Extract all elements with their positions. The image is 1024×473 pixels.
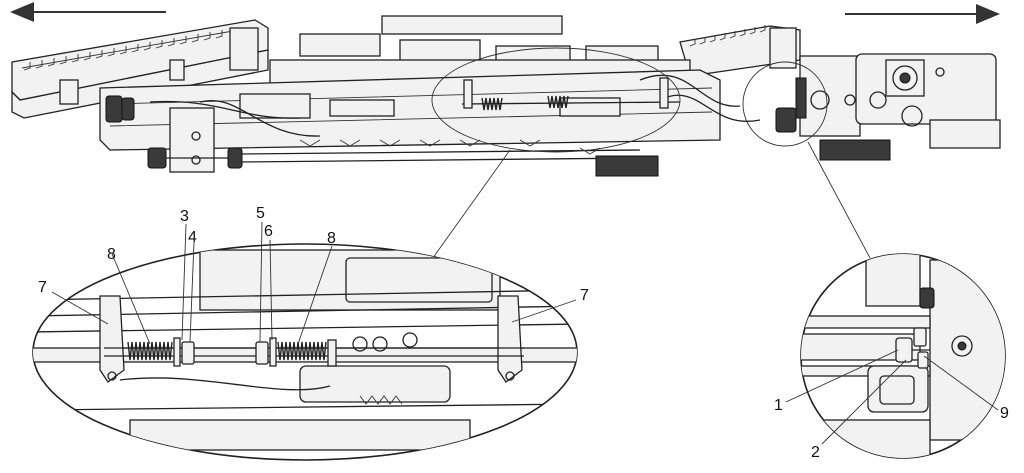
main-tension-rod — [461, 77, 681, 111]
callout-3: 3 — [180, 208, 189, 225]
callout-2: 2 — [811, 444, 820, 461]
detail-leader-left — [429, 149, 511, 263]
detail-view-spring — [32, 243, 578, 461]
callout-7-right: 7 — [580, 287, 589, 304]
callout-8-right: 8 — [327, 230, 336, 247]
right-chain-track — [679, 25, 801, 77]
detail-view-mount — [800, 253, 1006, 459]
detail-leader-right — [807, 141, 871, 259]
focus-circle-main — [742, 61, 828, 147]
left-chain-track — [11, 19, 269, 119]
main-assembly — [11, 15, 1001, 263]
callout-leaders — [51, 221, 999, 445]
callout-6: 6 — [264, 223, 273, 240]
top-frame — [269, 15, 691, 87]
right-gearbox — [775, 53, 1001, 149]
callout-4: 4 — [188, 229, 197, 246]
focus-ellipse-main — [431, 47, 681, 153]
callout-9: 9 — [1000, 405, 1009, 422]
callout-5: 5 — [256, 205, 265, 222]
left-mount-bracket — [105, 95, 641, 173]
bottom-chain-links — [299, 139, 891, 177]
callout-1: 1 — [774, 397, 783, 414]
callout-8-left: 8 — [107, 246, 116, 263]
callout-7-left: 7 — [38, 279, 47, 296]
